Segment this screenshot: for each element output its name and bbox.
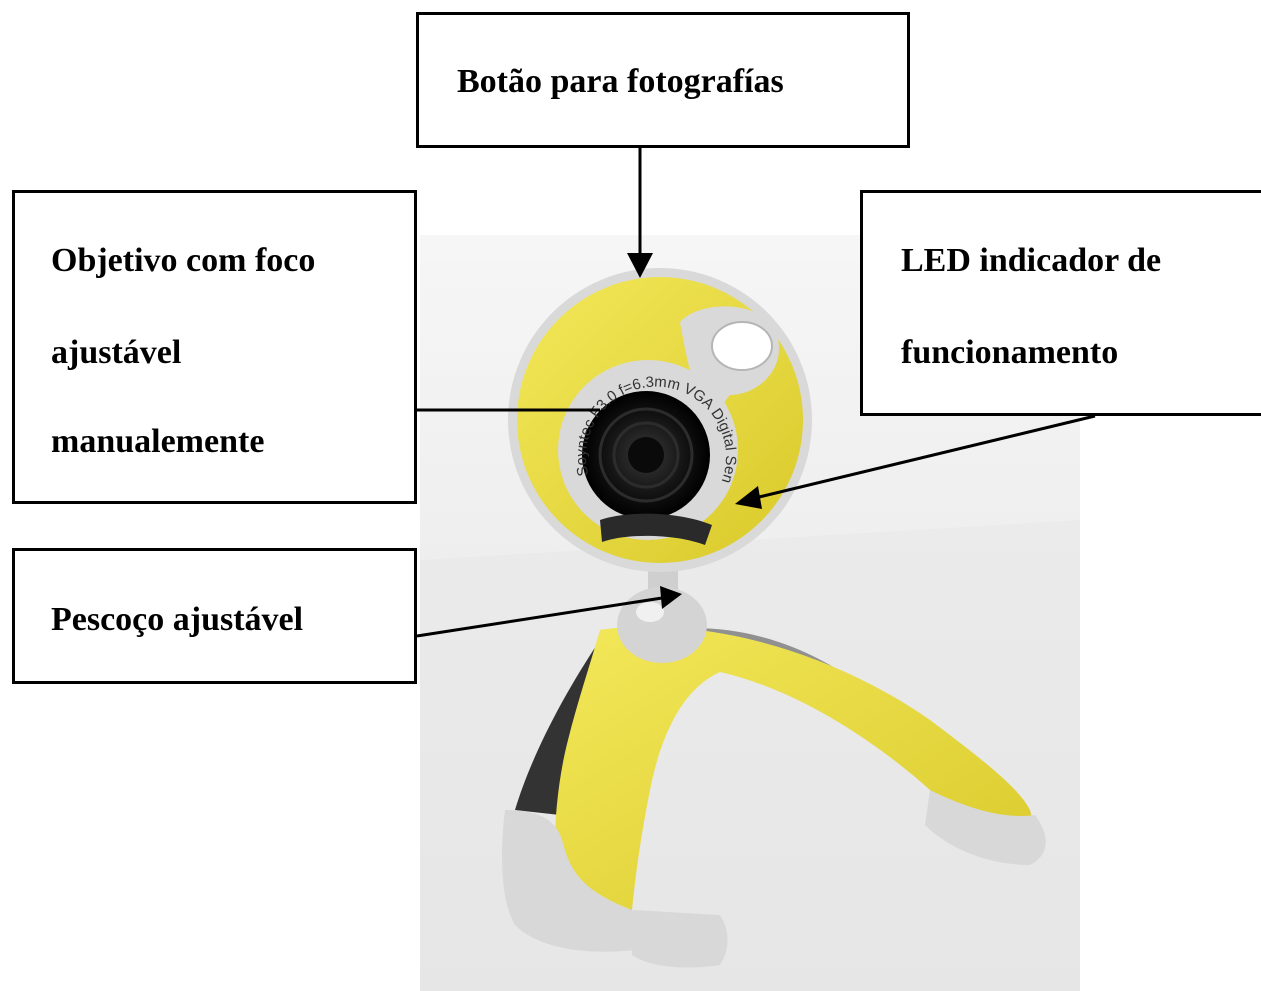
stand <box>502 626 1046 968</box>
neck-label: Pescoço ajustável <box>51 601 304 638</box>
photo-button-label: Botão para fotografías <box>457 63 784 100</box>
photo-button-label-box: Botão para fotografías <box>416 12 910 148</box>
neck-arrowhead <box>660 586 682 609</box>
led-arrowhead <box>735 486 762 509</box>
lens-label-line1: Objetivo com foco <box>51 242 316 279</box>
lens-label-box: Objetivo com foco ajustável manualemente <box>12 190 417 504</box>
led-label-line2: funcionamento <box>901 334 1119 371</box>
neck-label-box: Pescoço ajustável <box>12 548 417 684</box>
lens-label-line2: ajustável <box>51 334 182 371</box>
led-arrow-line <box>754 414 1096 500</box>
led-label-line1: LED indicador de <box>901 242 1162 279</box>
led-label-box: LED indicador de funcionamento <box>860 190 1261 416</box>
neck-arrow-line <box>416 596 663 638</box>
lens-label-line3: manualemente <box>51 423 265 460</box>
leader-lines <box>416 148 1096 638</box>
photo-button-arrowhead <box>627 253 653 278</box>
